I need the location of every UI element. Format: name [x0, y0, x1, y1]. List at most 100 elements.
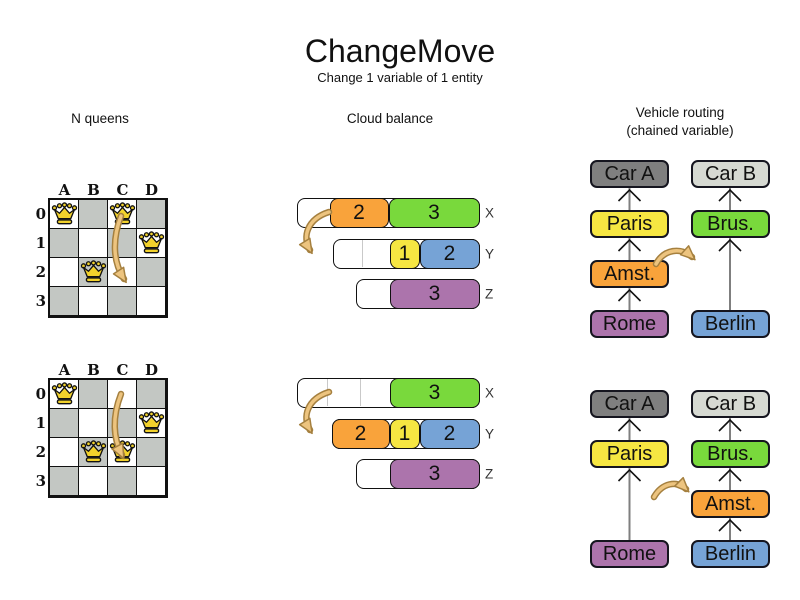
- slot-divider: [326, 379, 328, 406]
- header-nqueens: N queens: [71, 111, 129, 126]
- queen-icon: [108, 438, 137, 467]
- board-cell: [50, 438, 79, 467]
- board-row-label: 3: [35, 472, 46, 490]
- vrp-box-car-b: Car B: [691, 160, 770, 188]
- board-column-label: B: [87, 181, 100, 199]
- vrp-box-car-a: Car A: [590, 390, 669, 418]
- chevron-up-icon: [718, 188, 742, 202]
- board-cell: [79, 287, 108, 316]
- vrp-box-amst: Amst.: [691, 490, 770, 518]
- page-title: ChangeMove: [304, 33, 496, 69]
- board-cell: [79, 229, 108, 258]
- process-block: 1: [389, 418, 420, 449]
- board-cell: [50, 409, 79, 438]
- header-cloud-balance: Cloud balance: [346, 111, 434, 126]
- board-cell: [137, 438, 166, 467]
- board-cell: [50, 258, 79, 287]
- computer-label: Z: [485, 286, 494, 302]
- board-row-label: 1: [35, 234, 46, 252]
- board-column-label: C: [116, 361, 129, 379]
- queen-crown-icon: [51, 202, 78, 225]
- process-block: 3: [389, 377, 480, 408]
- board-column-label: A: [58, 361, 71, 379]
- queen-crown-icon: [80, 260, 107, 283]
- process-block: 1: [389, 238, 420, 269]
- queen-icon: [137, 229, 166, 258]
- board-cell: [108, 467, 137, 496]
- board-row-label: 1: [35, 414, 46, 432]
- board-column-label: C: [116, 181, 129, 199]
- queen-crown-icon: [80, 440, 107, 463]
- computer-label: X: [485, 385, 495, 401]
- process-block: 3: [388, 197, 480, 228]
- process-block: 2: [419, 238, 480, 269]
- vrp-box-brus: Brus.: [691, 440, 770, 468]
- chevron-up-icon: [718, 468, 742, 482]
- board-row-label: 0: [35, 205, 46, 223]
- queen-icon: [79, 438, 108, 467]
- board-cell: [79, 409, 108, 438]
- queen-crown-icon: [109, 202, 136, 225]
- queen-icon: [50, 380, 79, 409]
- chain-arrowheads: [617, 188, 742, 532]
- board-cell: [137, 200, 166, 229]
- process-block: 2: [419, 418, 480, 449]
- computer-label: X: [485, 205, 495, 221]
- board-row-label: 2: [35, 263, 46, 281]
- board-cell: [137, 380, 166, 409]
- queen-crown-icon: [138, 411, 165, 434]
- board-cell: [137, 258, 166, 287]
- board-cell: [108, 229, 137, 258]
- vrp-box-rome: Rome: [590, 540, 669, 568]
- queen-crown-icon: [138, 231, 165, 254]
- board-cell: [79, 380, 108, 409]
- board-row-label: 2: [35, 443, 46, 461]
- board-cell: [79, 467, 108, 496]
- computer-label: Y: [485, 246, 495, 262]
- chevron-up-icon: [617, 418, 642, 432]
- chain-lines-before: [628, 188, 731, 310]
- board-cell: [108, 287, 137, 316]
- board-row-label: 3: [35, 292, 46, 310]
- board-cell: [50, 287, 79, 316]
- vrp-box-car-a: Car A: [590, 160, 669, 188]
- header-vehicle-routing-line2: (chained variable): [626, 123, 734, 138]
- move-arrow-outline: [650, 480, 690, 501]
- chevron-up-icon: [617, 238, 642, 252]
- board-cell: [79, 200, 108, 229]
- vrp-box-car-b: Car B: [691, 390, 770, 418]
- board-cell: [108, 409, 137, 438]
- process-block: 3: [389, 278, 480, 309]
- board-cell: [50, 229, 79, 258]
- board-cell: [137, 287, 166, 316]
- chain-lines-after: [628, 418, 731, 540]
- vrp-box-berlin: Berlin: [691, 540, 770, 568]
- process-block: 3: [389, 458, 480, 489]
- process-block: 2: [331, 418, 390, 449]
- board-cell: [50, 467, 79, 496]
- board-column-label: D: [144, 181, 158, 199]
- computer-label: Y: [485, 426, 495, 442]
- chevron-up-icon: [617, 288, 642, 302]
- header-vehicle-routing: Vehicle routing (chained variable): [590, 104, 770, 140]
- queen-crown-icon: [51, 382, 78, 405]
- computer-label: Z: [485, 466, 494, 482]
- board-column-label: B: [87, 361, 100, 379]
- vrp-box-paris: Paris: [590, 210, 669, 238]
- queen-icon: [50, 200, 79, 229]
- process-block: 2: [329, 197, 389, 228]
- page-subtitle: Change 1 variable of 1 entity: [317, 70, 483, 85]
- chevron-up-icon: [718, 418, 742, 432]
- queen-icon: [137, 409, 166, 438]
- board-cell: [108, 380, 137, 409]
- slot-divider: [359, 379, 361, 406]
- move-arrow-vrp-after: [652, 476, 690, 499]
